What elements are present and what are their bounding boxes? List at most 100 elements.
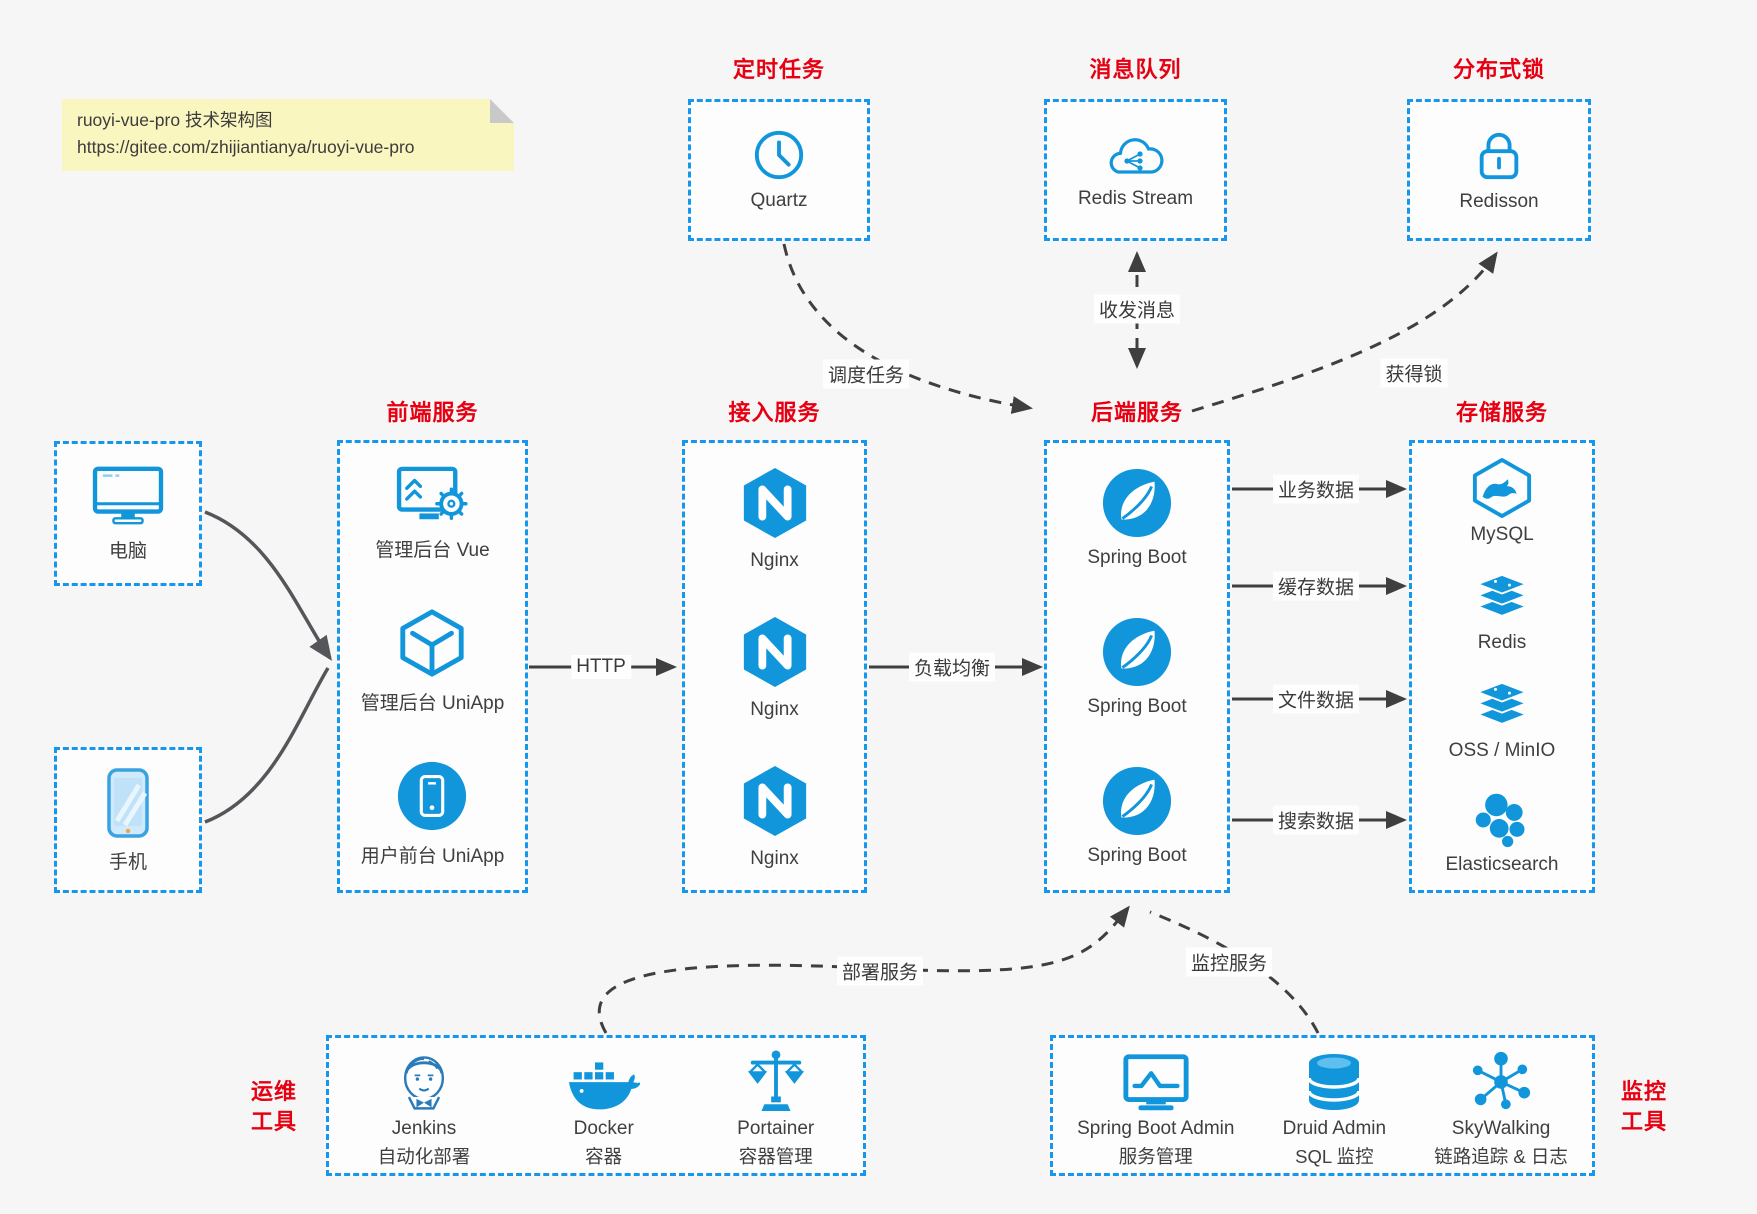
group-box-backend: Spring Boot Spring Boot Spring Boot [1044,440,1230,893]
client-box-desktop: 电脑 [54,441,202,586]
node-spring-boot-admin: Spring Boot Admin 服务管理 [1077,1042,1234,1170]
node-label: Druid Admin [1282,1117,1387,1139]
node-label: Spring Boot [1087,695,1187,717]
node-elasticsearch: Elasticsearch [1446,789,1559,876]
phone-icon [107,767,149,838]
edge-label-load-balance: 负载均衡 [908,652,996,682]
sba-icon [1123,1053,1189,1110]
edge-label-http: HTTP [571,655,631,679]
node-label: Spring Boot Admin [1077,1117,1235,1139]
group-title-gateway: 接入服务 [728,400,821,425]
node-phone: 手机 [105,767,151,874]
group-box-distributed-lock: Redisson [1407,99,1591,241]
node-label: Redisson [1459,191,1539,212]
node-label: Jenkins [391,1117,457,1139]
edge-phone-frontend [204,667,330,824]
node-sublabel: 容器管理 [738,1145,813,1167]
node-druid-admin: Druid Admin SQL 监控 [1282,1042,1387,1170]
node-oss-minio: OSS / MinIO [1448,681,1556,762]
portainer-icon [747,1049,804,1111]
spring-boot-icon [1102,617,1172,686]
group-title-monitor-tools: 监控 工具 [1608,1077,1680,1137]
node-redisson: Redisson [1459,127,1539,213]
edge-label-messages: 收发消息 [1093,294,1181,324]
group-title-backend: 后端服务 [1090,400,1183,425]
sticky-note: ruoyi-vue-pro 技术架构图 https://gitee.com/zh… [62,99,514,171]
spring-boot-icon [1102,766,1172,835]
node-admin-vue: 管理后台 Vue [375,465,490,562]
lock-icon [1479,132,1519,180]
node-admin-uniapp: 管理后台 UniApp [360,606,505,715]
mysql-icon [1472,457,1532,518]
node-spring-boot-1: Spring Boot [1087,467,1187,569]
node-label: Docker [573,1117,634,1139]
node-nginx-1: Nginx [739,464,811,572]
edge-label-search-data: 搜索数据 [1272,805,1360,835]
group-box-message-queue: Redis Stream [1044,99,1227,241]
jenkins-icon [403,1055,445,1110]
node-nginx-3: Nginx [739,762,811,870]
group-box-gateway: Nginx Nginx Nginx [682,440,867,893]
edge-label-monitor: 监控服务 [1185,947,1273,977]
node-label: Nginx [750,847,799,869]
node-label: SkyWalking [1451,1117,1551,1139]
node-portainer: Portainer 容器管理 [737,1042,814,1170]
node-user-uniapp: 用户前台 UniApp [360,759,505,868]
group-title-scheduled-jobs: 定时任务 [732,57,825,82]
edge-label-file-data: 文件数据 [1272,684,1360,714]
nginx-icon [743,616,806,687]
group-box-storage: MySQL Redis [1409,440,1595,893]
clock-icon [754,130,804,180]
node-label: 电脑 [108,541,147,562]
user-app-icon [398,761,467,831]
spring-boot-icon [1102,468,1172,537]
node-sublabel: 服务管理 [1118,1145,1193,1167]
node-label: 管理后台 Vue [375,540,490,561]
edge-desktop-frontend [204,510,332,661]
node-label: Nginx [750,698,799,720]
client-box-phone: 手机 [54,747,202,893]
node-mysql: MySQL [1470,457,1534,546]
node-jenkins: Jenkins 自动化部署 [378,1042,470,1170]
redis-stack-icon [1476,573,1528,617]
node-label: Redis [1477,631,1527,653]
node-spring-boot-3: Spring Boot [1087,765,1187,867]
group-box-ops-tools: Jenkins 自动化部署 Docker 容器 [326,1035,866,1176]
uniapp-cube-icon [400,609,465,677]
node-sublabel: 链路追踪 & 日志 [1434,1145,1568,1167]
node-sublabel: 容器 [585,1145,623,1167]
docker-icon [568,1060,640,1109]
note-url: https://gitee.com/zhijiantianya/ruoyi-vu… [77,137,415,157]
node-redis-stream: Redis Stream [1078,130,1193,210]
node-sublabel: SQL 监控 [1295,1145,1374,1167]
ops-title-line2: 工具 [250,1109,297,1134]
oss-stack-icon [1476,682,1528,725]
note-title: ruoyi-vue-pro 技术架构图 [77,110,273,130]
ops-title-line1: 运维 [250,1079,297,1104]
monitor-title-line1: 监控 [1620,1079,1667,1104]
node-docker: Docker 容器 [568,1042,640,1170]
group-title-distributed-lock: 分布式锁 [1452,57,1545,82]
node-label: Spring Boot [1087,546,1187,568]
group-title-ops-tools: 运维 工具 [238,1077,310,1137]
edge-label-schedule: 调度任务 [822,359,910,389]
group-title-storage: 存储服务 [1455,400,1548,425]
edge-label-business-data: 业务数据 [1272,474,1360,504]
node-label: 用户前台 UniApp [360,846,505,867]
monitor-title-line2: 工具 [1620,1109,1667,1134]
nginx-icon [743,765,806,836]
group-box-monitor-tools: Spring Boot Admin 服务管理 Druid Admin SQL 监… [1050,1035,1595,1176]
node-label: OSS / MinIO [1448,740,1556,762]
edge-label-deploy: 部署服务 [836,956,924,986]
node-redis: Redis [1471,573,1533,654]
node-quartz: Quartz [750,128,808,212]
node-label: Portainer [737,1117,815,1139]
node-label: 管理后台 UniApp [360,693,505,714]
edge-acquire-lock [1191,251,1498,413]
node-label: Elasticsearch [1445,854,1559,876]
node-label: Spring Boot [1087,844,1187,866]
skywalking-icon [1472,1051,1531,1109]
desktop-icon [92,466,164,525]
node-desktop: 电脑 [91,464,165,563]
